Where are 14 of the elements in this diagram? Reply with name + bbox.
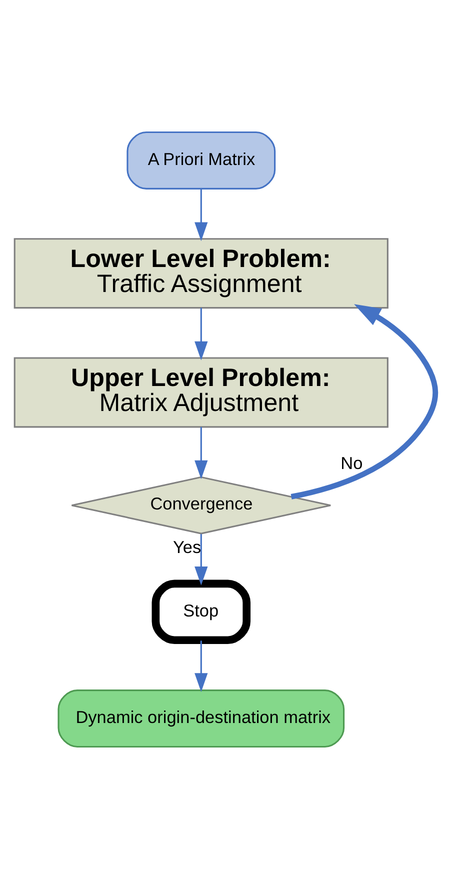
arrow [194, 307, 208, 360]
node-box: Upper Level Problem: Matrix Adjustment [14, 356, 388, 428]
edge-label: Yes [172, 536, 202, 557]
node-diamond: Convergence [70, 476, 332, 534]
arrow [194, 188, 208, 241]
node-box: Stop [152, 579, 251, 644]
arrow [194, 426, 208, 479]
node-box: Dynamic origin-destination matrix [58, 689, 345, 748]
node-box: A Priori Matrix [126, 130, 276, 189]
arrow [290, 304, 438, 499]
arrow [194, 640, 208, 692]
arrow [194, 534, 208, 585]
edge-label: No [340, 452, 363, 473]
node-box: Lower Level Problem: Traffic Assignment [14, 238, 388, 308]
